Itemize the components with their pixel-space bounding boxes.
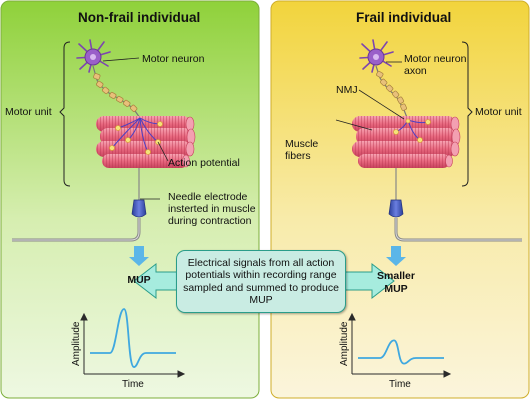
right-down-arrow xyxy=(386,246,406,266)
motor-neuron-axon-label-1: Motor neuron xyxy=(404,53,467,65)
motor-unit-label-left: Motor unit xyxy=(5,106,52,118)
right-axon xyxy=(375,65,409,121)
action-potential-label: Action potential xyxy=(168,157,240,169)
needle-electrode-label-2: insterted in muscle xyxy=(168,203,256,215)
right-graph-ylabel: Amplitude xyxy=(339,321,350,366)
nmj-label: NMJ xyxy=(336,84,358,96)
left-down-arrow xyxy=(129,246,149,266)
left-axon xyxy=(92,65,141,119)
motor-unit-label-right: Motor unit xyxy=(475,106,522,118)
right-mup-trace xyxy=(358,339,444,365)
right-motor-unit-bracket xyxy=(461,41,473,187)
motor-neuron-axon-label-2: axon xyxy=(404,65,427,77)
left-needle-electrode xyxy=(12,168,147,242)
muscle-fibers-label-1: Muscle xyxy=(285,138,319,150)
left-graph-xlabel: Time xyxy=(122,379,144,390)
left-graph-ylabel: Amplitude xyxy=(71,321,82,366)
summation-explanation-box: Electrical signals from all action poten… xyxy=(176,250,346,313)
left-motor-unit-bracket xyxy=(59,41,71,187)
right-panel xyxy=(270,0,530,399)
right-motor-neuron xyxy=(359,39,394,73)
left-motor-neuron xyxy=(76,39,111,73)
needle-electrode-label-1: Needle electrode xyxy=(168,191,248,203)
right-needle-electrode xyxy=(388,168,522,242)
needle-electrode-label-3: during contraction xyxy=(168,215,252,227)
right-panel-title: Frail individual xyxy=(356,10,452,25)
left-panel-title: Non-frail individual xyxy=(78,10,201,25)
right-muscle-bundle xyxy=(352,116,461,168)
left-mup-trace xyxy=(90,308,176,368)
smaller-mup-label-1: Smaller xyxy=(377,270,415,282)
right-graph-axes xyxy=(348,312,452,378)
mup-label-left: MUP xyxy=(127,274,151,286)
muscle-fibers-label-2: fibers xyxy=(285,150,311,162)
right-graph-xlabel: Time xyxy=(389,379,411,390)
left-muscle-bundle xyxy=(96,116,196,168)
motor-neuron-label-left: Motor neuron xyxy=(142,53,205,65)
left-graph-axes xyxy=(80,312,186,378)
summation-explanation-text: Electrical signals from all action poten… xyxy=(183,256,339,307)
smaller-mup-label-2: MUP xyxy=(384,283,408,295)
